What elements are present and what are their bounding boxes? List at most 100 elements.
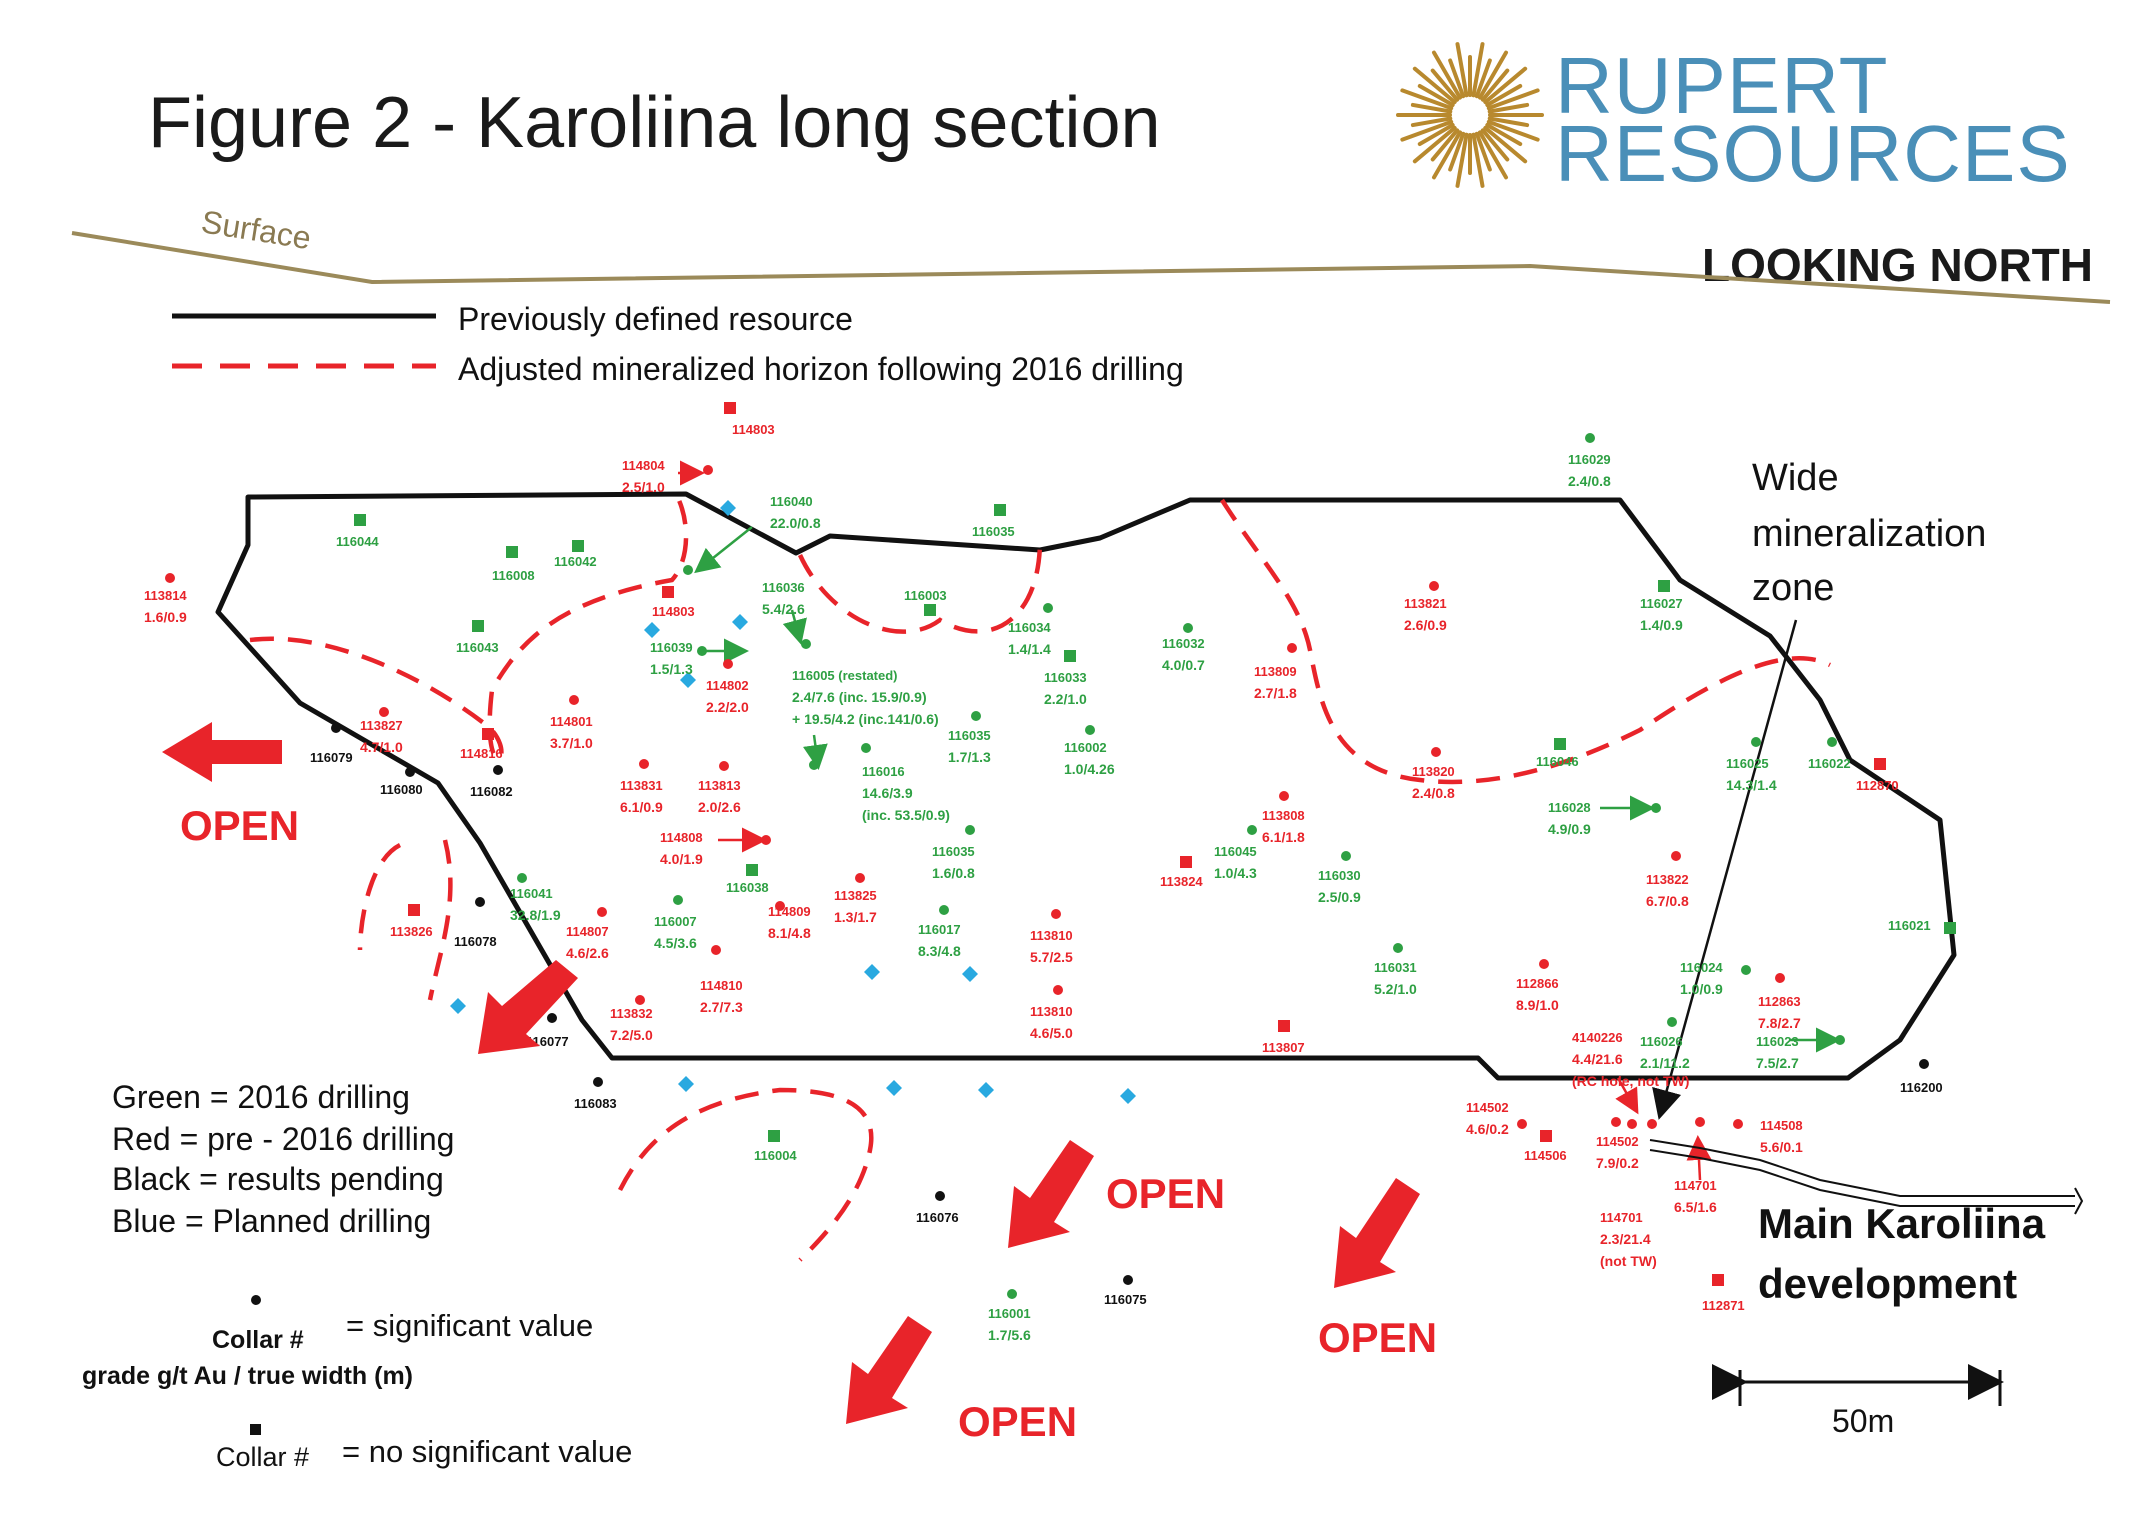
drill-hole: 114506 (1524, 1130, 1567, 1163)
drill-hole-id: 114801 (550, 714, 593, 729)
drill-hole-grade: 2.2/1.0 (1044, 691, 1087, 707)
drill-hole-id: 114816 (460, 746, 503, 761)
drill-hole-id: 116043 (456, 640, 499, 655)
drill-hole-grade: 2.5/1.0 (622, 479, 665, 495)
drill-hole-id: 113814 (144, 588, 187, 603)
wide-zone-label-3: zone (1752, 567, 1834, 609)
drill-hole-dot-marker (379, 707, 389, 717)
drill-hole-dot-marker (1341, 851, 1351, 861)
symbol-key-dot (251, 1295, 261, 1305)
sun-ray (1412, 66, 1457, 105)
drill-hole-id: 116031 (1374, 960, 1417, 975)
drill-hole-dot-marker (493, 765, 503, 775)
drill-hole: 116200 (1900, 1059, 1943, 1095)
drill-hole: 116076 (916, 1191, 959, 1225)
drill-hole-dot-marker (1007, 1289, 1017, 1299)
drill-hole: 116046 (1536, 738, 1579, 769)
drill-hole-id: 113826 (390, 924, 433, 939)
drill-hole-square-marker (1554, 738, 1566, 750)
main-dev-label-2: development (1758, 1260, 2017, 1307)
drill-hole-id: 113820 (1412, 764, 1455, 779)
drill-hole-id: 114810 (700, 978, 743, 993)
drill-hole-id: 116045 (1214, 844, 1257, 859)
sun-ray (1485, 123, 1523, 146)
drill-hole-dot-marker (1517, 1119, 1527, 1129)
drill-hole-grade: 32.8/1.9 (510, 907, 561, 923)
color-key-green: Green = 2016 drilling (112, 1079, 410, 1115)
drill-hole: 116004 (754, 1130, 797, 1163)
sun-ray (1410, 102, 1453, 114)
drill-hole-dot-marker (1287, 643, 1297, 653)
drill-hole: 116042 (554, 540, 597, 569)
sun-ray (1400, 119, 1454, 142)
drill-hole-grade: 4.0/0.7 (1162, 657, 1205, 673)
drill-hole: 114803 (652, 586, 695, 619)
drill-hole-grade: 8.3/4.8 (918, 943, 961, 959)
drill-hole-dot-marker (935, 1191, 945, 1201)
drill-hole-dot-marker (1695, 1117, 1705, 1127)
open-label-3: OPEN (1318, 1314, 1437, 1361)
drill-hole-id: 116036 (762, 580, 805, 595)
drill-hole-dot-marker (723, 659, 733, 669)
drill-hole-id: 116079 (310, 750, 353, 765)
drill-hole-grade: 5.4/2.6 (762, 601, 805, 617)
wide-zone-label-2: mineralization (1752, 513, 1986, 555)
drill-hole-dot-marker (1627, 1119, 1637, 1129)
drill-hole-id: 116032 (1162, 636, 1205, 651)
drill-hole-id: 113813 (698, 778, 741, 793)
drill-hole-id: 112866 (1516, 976, 1559, 991)
logo-text-line1: RUPERT (1555, 41, 1889, 130)
drill-hole-grade: 2.1/11.2 (1640, 1055, 1690, 1071)
sun-ray (1400, 88, 1454, 111)
drill-hole-grade: 7.5/2.7 (1756, 1055, 1799, 1071)
drill-hole-dot-marker (597, 907, 607, 917)
sun-ray (1483, 125, 1528, 164)
drill-hole-id: 114804 (622, 458, 665, 473)
open-arrow-sw-4 (846, 1316, 932, 1424)
color-key-red: Red = pre - 2016 drilling (112, 1121, 454, 1157)
drill-hole-grade: 2.4/7.6 (inc. 15.9/0.9) (792, 689, 927, 705)
drill-hole: 116079 (310, 723, 353, 765)
drill-hole: 116032 4.0/0.7 (1162, 623, 1205, 673)
drill-hole-id: 113810 (1030, 928, 1073, 943)
sun-ray (1417, 84, 1455, 107)
drill-hole-grade: 2.7/1.8 (1254, 685, 1297, 701)
drill-hole: 116021 (1888, 918, 1956, 934)
sun-ray (1486, 88, 1540, 111)
drill-hole-dot-marker (1539, 959, 1549, 969)
drill-hole-dot-marker (517, 873, 527, 883)
drill-hole-id: 116004 (754, 1148, 797, 1163)
open-arrow-sw-2 (1008, 1140, 1094, 1248)
drill-hole-id: 114506 (1524, 1148, 1567, 1163)
open-label-2: OPEN (1106, 1170, 1225, 1217)
drill-hole: 116082 (470, 765, 513, 799)
drill-hole-id: 114808 (660, 830, 703, 845)
drill-hole-dot-marker (965, 825, 975, 835)
symbol-key-collar-2: Collar # (216, 1442, 309, 1472)
drill-hole-id: 116033 (1044, 670, 1087, 685)
drill-hole-id: 113831 (620, 778, 663, 793)
sun-ray (1432, 50, 1462, 100)
drill-hole-id: 116029 (1568, 452, 1611, 467)
sun-ray (1480, 68, 1510, 102)
drill-hole-id: 116022 (1808, 756, 1851, 771)
drill-hole-square-marker (994, 504, 1006, 516)
open-arrow-sw-1 (478, 960, 578, 1054)
drill-hole: 113826 (390, 904, 433, 939)
symbol-key-significant: = significant value (346, 1308, 593, 1343)
drill-hole-id: 113822 (1646, 872, 1689, 887)
